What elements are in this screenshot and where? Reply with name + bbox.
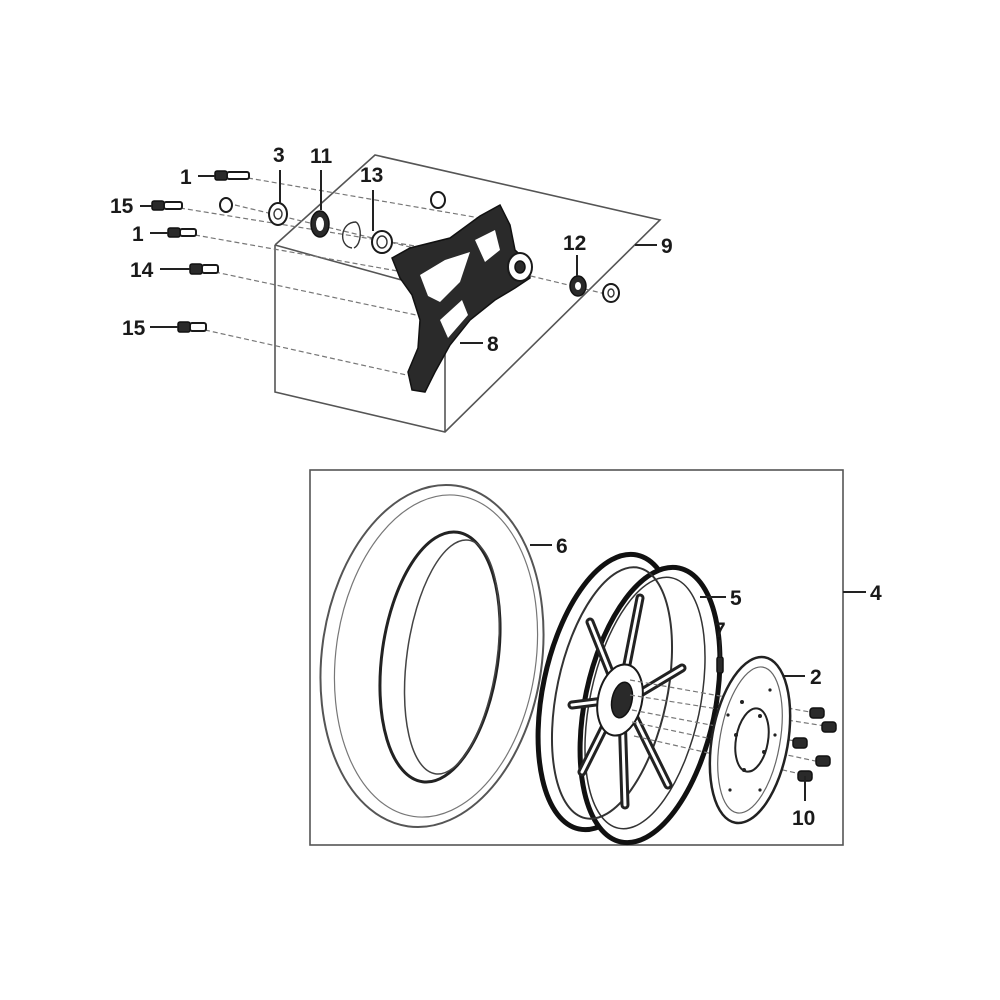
nut-small — [219, 197, 233, 213]
callout-13: 13 — [360, 164, 383, 187]
callout-15-upper: 15 — [110, 195, 134, 218]
callout-12: 12 — [563, 232, 586, 255]
callout-3: 3 — [273, 144, 285, 167]
brake-disc-2 — [708, 655, 792, 825]
callout-1-upper: 1 — [180, 166, 192, 189]
nut-12 — [602, 283, 620, 303]
washer-3 — [268, 202, 288, 226]
callout-14: 14 — [130, 259, 154, 282]
upper-assembly-frame — [274, 154, 662, 433]
bolt-1-upper — [214, 170, 250, 181]
disc-bolts-10 — [792, 707, 837, 782]
callout-1-lower: 1 — [132, 223, 144, 246]
cap-top — [430, 191, 446, 209]
bolt-15-lower — [177, 321, 207, 333]
lower-callouts: 6 5 4 7 2 10 — [530, 535, 882, 830]
bolt-14 — [189, 263, 219, 275]
bolt-1-lower — [167, 227, 197, 238]
callout-6: 6 — [556, 535, 568, 558]
lower-assembly-frame — [309, 469, 844, 846]
callout-11: 11 — [310, 145, 333, 168]
callout-8: 8 — [487, 333, 499, 356]
callout-9: 9 — [661, 235, 673, 258]
upper-callouts: 1 3 11 13 15 1 14 15 12 9 8 — [110, 144, 673, 356]
circlip — [342, 221, 361, 249]
upper-assembly — [151, 154, 662, 433]
washer-13 — [371, 230, 393, 254]
lower-assembly — [309, 469, 844, 846]
hub-bracket-8 — [391, 203, 533, 393]
bearing-11 — [310, 210, 330, 238]
callout-15-lower: 15 — [122, 317, 146, 340]
callout-5: 5 — [730, 587, 742, 610]
washer-12 — [569, 275, 587, 297]
tire-6 — [319, 483, 545, 829]
bolt-15-upper — [151, 200, 183, 211]
callout-10: 10 — [792, 807, 815, 830]
callout-2: 2 — [810, 666, 822, 689]
callout-4: 4 — [870, 582, 882, 605]
callout-7: 7 — [714, 619, 726, 642]
rim-5 — [535, 551, 723, 846]
valve-7 — [716, 656, 724, 674]
